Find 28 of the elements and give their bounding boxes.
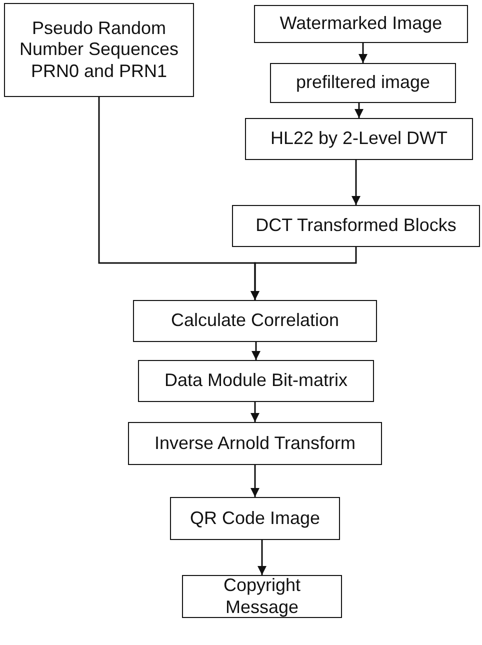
arrow	[250, 465, 260, 497]
box-label: prefiltered image	[296, 72, 430, 94]
box-label: DCT Transformed Blocks	[256, 215, 456, 237]
box-label: Data Module Bit-matrix	[164, 370, 348, 392]
arrow	[250, 247, 357, 300]
box-label: QR Code Image	[190, 508, 320, 530]
arrow	[252, 342, 260, 360]
arrow	[358, 43, 368, 63]
process-box	[270, 63, 456, 103]
arrow	[258, 540, 266, 575]
arrow	[250, 402, 260, 422]
process-box	[170, 497, 340, 540]
arrow	[354, 103, 364, 118]
process-box	[232, 205, 480, 247]
process-box	[138, 360, 374, 402]
process-box	[182, 575, 342, 618]
box-label: Pseudo Random Number Sequences PRN0 and PRN1	[18, 18, 180, 82]
box-label: Inverse Arnold Transform	[154, 432, 356, 454]
box-label: HL22 by 2-Level DWT	[270, 128, 448, 150]
process-box	[128, 422, 382, 465]
process-box	[4, 3, 194, 97]
box-label: Copyright Message	[222, 574, 302, 618]
process-box	[245, 118, 473, 160]
process-box	[133, 300, 377, 342]
arrow	[352, 160, 360, 205]
box-label: Calculate Correlation	[170, 310, 340, 332]
box-label: Watermarked Image	[280, 13, 442, 35]
process-box	[254, 5, 468, 43]
